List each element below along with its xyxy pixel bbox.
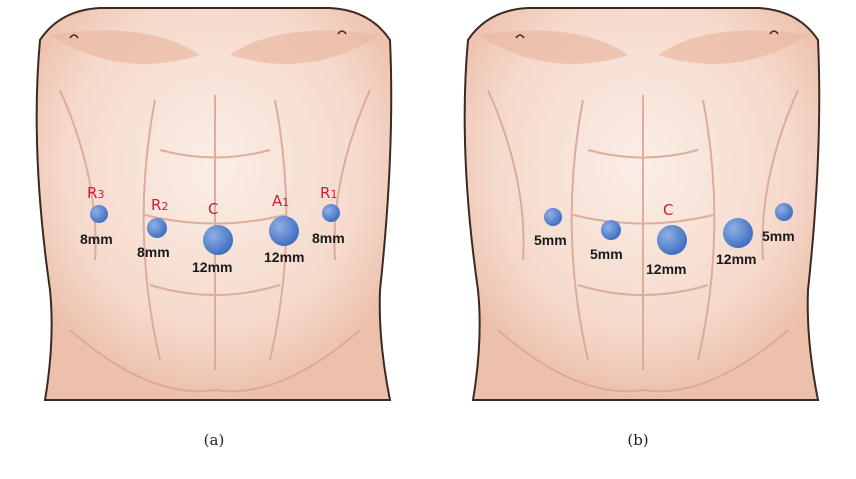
port-size: 8mm <box>80 231 113 247</box>
port-marker <box>203 225 233 255</box>
port-size: 12mm <box>716 251 756 267</box>
port-label: C <box>208 200 218 218</box>
port-size: 5mm <box>534 232 567 248</box>
port-marker <box>723 218 753 248</box>
torso-illustration-b: 5mm 5mm C 12mm 12mm 5mm <box>428 0 856 479</box>
port-size: 8mm <box>312 230 345 246</box>
panel-a: R3 8mm R2 8mm C 12mm A1 12mm R1 8mm (a) <box>0 0 428 479</box>
port-marker <box>601 220 621 240</box>
port-size: 5mm <box>590 246 623 262</box>
port-size: 8mm <box>137 244 170 260</box>
port-marker <box>657 225 687 255</box>
caption-b: (b) <box>618 431 658 449</box>
port-label: C <box>663 201 673 219</box>
port-size: 12mm <box>192 259 232 275</box>
port-marker <box>147 218 167 238</box>
port-marker <box>269 216 299 246</box>
port-marker <box>544 208 562 226</box>
port-size: 12mm <box>646 261 686 277</box>
torso-illustration-a: R3 8mm R2 8mm C 12mm A1 12mm R1 8mm <box>0 0 428 479</box>
port-size: 12mm <box>264 249 304 265</box>
port-size: 5mm <box>762 228 795 244</box>
port-marker <box>322 204 340 222</box>
port-marker <box>90 205 108 223</box>
port-marker <box>775 203 793 221</box>
torso-outline <box>465 8 820 400</box>
caption-a: (a) <box>194 431 234 449</box>
panel-b: 5mm 5mm C 12mm 12mm 5mm (b) <box>428 0 856 479</box>
